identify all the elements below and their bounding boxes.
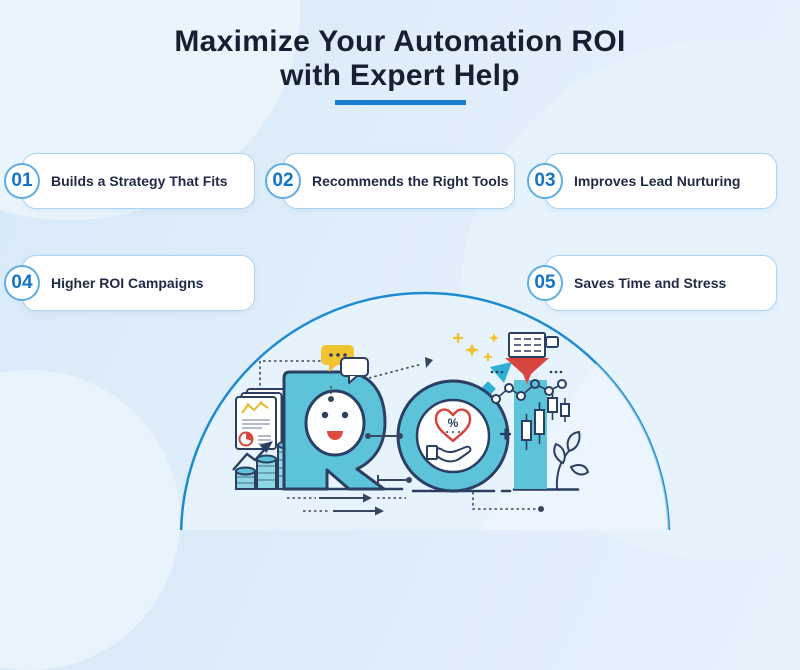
benefit-card-3: 03 Improves Lead Nurturing [527, 153, 777, 209]
card-number-badge: 01 [4, 163, 40, 199]
card-number-badge: 05 [527, 265, 563, 301]
title-line-2: with Expert Help [280, 59, 520, 92]
roi-letters: % [282, 362, 547, 493]
plant-sprig [553, 430, 590, 490]
title-underline [334, 100, 466, 105]
sparkles [453, 333, 499, 361]
report-papers-icon [235, 360, 321, 450]
card-label: Saves Time and Stress [574, 275, 727, 291]
card-label: Builds a Strategy That Fits [51, 173, 228, 189]
card-number-badge: 03 [527, 163, 563, 199]
title-line-1: Maximize Your Automation ROI [174, 25, 626, 58]
roi-illustration: ROI [179, 291, 671, 530]
card-label: Recommends the Right Tools [312, 173, 509, 189]
benefit-card-1: 01 Builds a Strategy That Fits [4, 153, 255, 209]
benefit-card-2: 02 Recommends the Right Tools [265, 153, 515, 209]
page-title: Maximize Your Automation ROI with Expert… [0, 25, 800, 105]
candlestick-chart [500, 392, 570, 450]
svg-text:%: % [448, 416, 459, 430]
card-label: Improves Lead Nurturing [574, 173, 741, 189]
benefit-card-4: 04 Higher ROI Campaigns [4, 255, 255, 311]
chat-bubbles-icon [321, 345, 369, 384]
heart-percent-in-hand: % [426, 408, 472, 463]
dot-line-chart [491, 379, 567, 404]
growth-arrow-icon [232, 441, 273, 471]
receipt-icon [508, 332, 559, 358]
card-number-badge: 04 [4, 265, 40, 301]
smiley-face [321, 411, 349, 440]
card-number-badge: 02 [265, 163, 301, 199]
benefit-card-5: 05 Saves Time and Stress [527, 255, 777, 311]
dotted-arrows [287, 492, 544, 516]
sales-funnel-icon [490, 332, 563, 384]
dotted-connectors [328, 357, 433, 485]
card-label: Higher ROI Campaigns [51, 275, 204, 291]
